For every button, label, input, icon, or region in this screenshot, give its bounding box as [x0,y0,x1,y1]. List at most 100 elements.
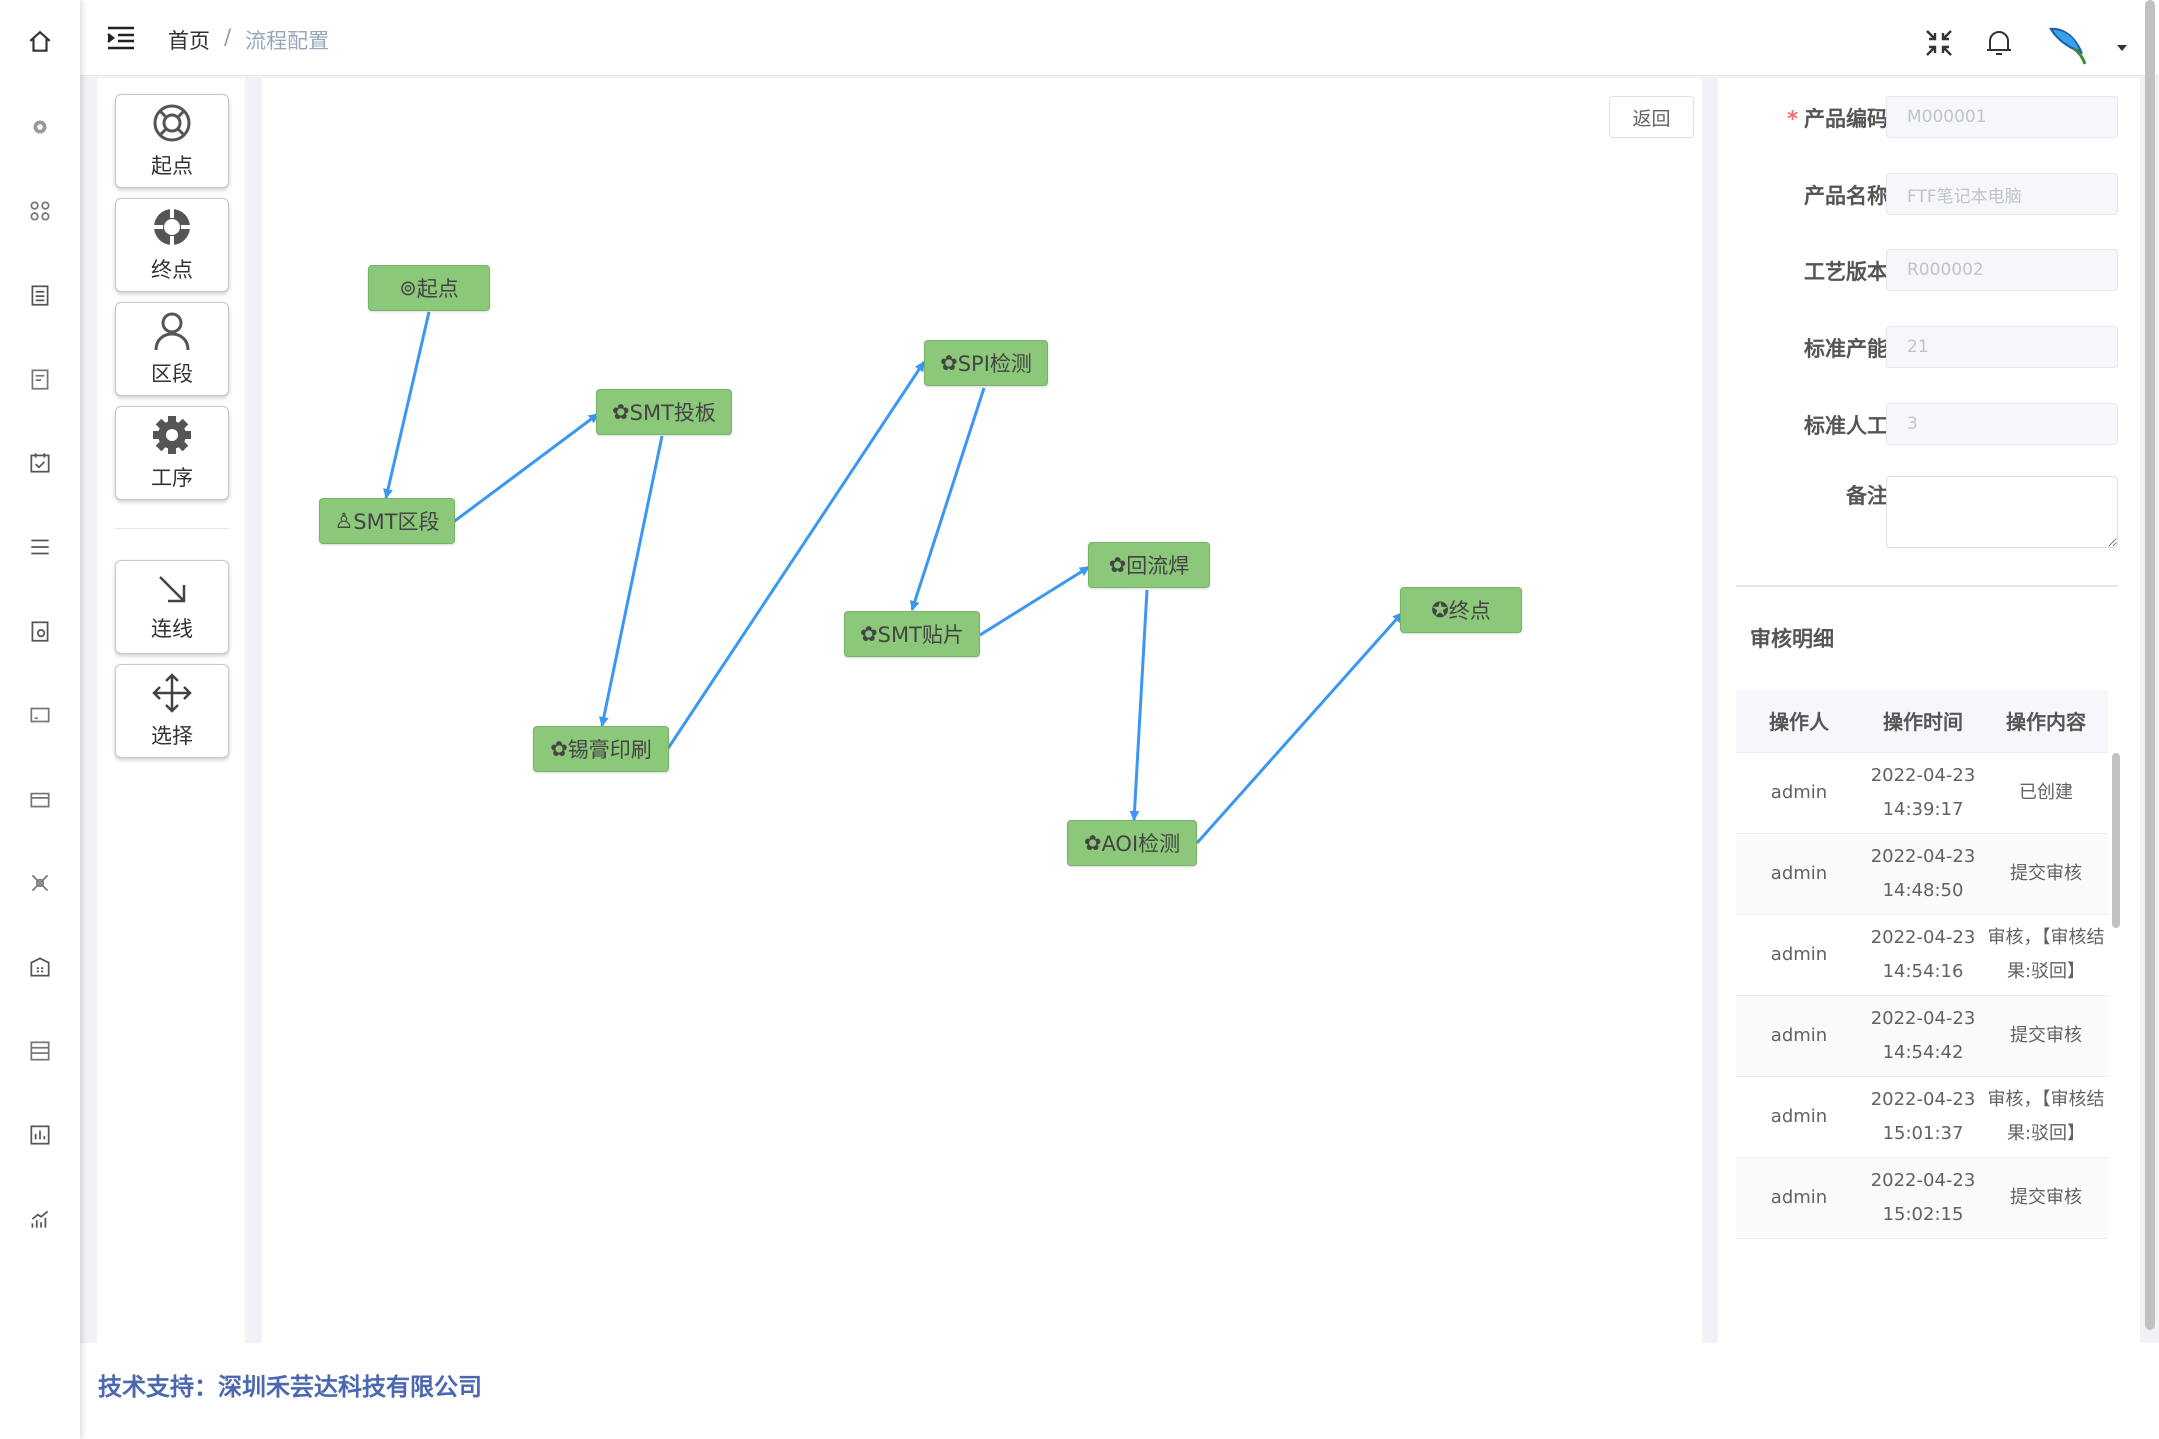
home-icon[interactable] [0,22,80,62]
target-icon: ✪ [1431,598,1449,622]
tool-select-label: 选择 [151,724,193,748]
caret-down-icon[interactable] [2115,38,2129,51]
node-start-label: 起点 [416,277,459,301]
node-solder-print[interactable]: ✿锡膏印刷 [533,726,669,772]
node-solder-print-label: 锡膏印刷 [567,738,652,762]
table-icon[interactable] [0,1031,80,1071]
move-icon [152,673,192,713]
audit-title: 审核明细 [1750,627,1834,651]
audit-content: 提交审核 [1984,833,2108,915]
standard-labor-field[interactable]: 3 [1886,403,2118,445]
node-end[interactable]: ✪终点 [1400,587,1522,633]
apps-icon[interactable] [0,191,80,231]
audit-content: 提交审核 [1984,995,2108,1077]
node-aoi[interactable]: ✿AOI检测 [1067,820,1197,866]
gear-icon: ✿ [1083,831,1102,855]
node-spi[interactable]: ✿SPI检测 [924,340,1048,386]
footer-support-text: 技术支持：深圳禾芸达科技有限公司 [98,1373,482,1401]
bell-icon[interactable] [1981,25,2017,61]
back-button[interactable]: 返回 [1609,96,1694,138]
edge-start-to-smt-section[interactable] [383,311,431,499]
tool-end-button[interactable]: 终点 [115,198,229,292]
product-code-label: 产品编码 [1804,107,1888,131]
node-reflow-label: 回流焊 [1126,554,1190,578]
clipboard-icon[interactable] [0,275,80,315]
tool-start-label: 起点 [151,154,193,178]
gear-icon [153,416,191,454]
bar-chart-icon[interactable] [0,1115,80,1155]
breadcrumb-current: 流程配置 [245,29,330,53]
audit-scrollbar[interactable] [2112,753,2120,928]
gear-icon: ✿ [1108,553,1127,577]
menu-toggle-icon[interactable] [106,24,136,52]
tool-process-button[interactable]: 工序 [115,406,229,500]
top-actions [1921,18,2129,68]
tool-section-button[interactable]: 区段 [115,302,229,396]
audit-content: 提交审核 [1984,1157,2108,1239]
node-smt-load[interactable]: ✿SMT投板 [596,389,732,435]
gear-icon[interactable] [0,107,80,147]
list-icon[interactable] [0,527,80,567]
tool-divider [115,528,229,529]
node-aoi-label: AOI检测 [1101,832,1181,856]
target-icon [153,208,191,246]
user-icon: ♙ [334,509,354,533]
remark-textarea[interactable] [1886,476,2118,548]
standard-capacity-field[interactable]: 21 [1886,326,2118,368]
audit-content: 已创建 [1984,752,2108,834]
tool-panel: 起点 终点 区段 工序 连线 [97,78,245,1343]
remark-label: 备注 [1846,484,1888,508]
tool-end-label: 终点 [151,258,193,282]
top-bar: 首页 / 流程配置 [80,0,2159,76]
report-icon[interactable] [0,359,80,399]
edge-smt-section-to-smt-load[interactable] [451,412,599,525]
required-mark: * [1787,107,1798,131]
breadcrumb-home[interactable]: 首页 [168,29,210,53]
breadcrumb: 首页 / 流程配置 [168,25,329,55]
node-start[interactable]: ⊚起点 [368,265,490,311]
audit-col-content: 操作内容 [1984,690,2108,753]
edge-aoi-to-end[interactable] [1195,612,1404,844]
lifebuoy-icon: ⊚ [399,276,417,300]
flow-canvas[interactable]: 返回 ⊚起点 ♙SMT区段 ✿SMT投板 ✿锡膏印刷 ✿SPI检测 ✿S [262,78,1702,1343]
tool-connect-button[interactable]: 连线 [115,560,229,654]
tool-start-button[interactable]: 起点 [115,94,229,188]
edge-smt-load-to-solder-print[interactable] [598,435,664,727]
node-spi-label: SPI检测 [957,352,1032,376]
settings-doc-icon[interactable] [0,611,80,651]
user-avatar[interactable] [2041,18,2091,68]
tools-icon[interactable] [0,863,80,903]
edge-spi-to-smt-mount[interactable] [910,387,986,611]
package-icon[interactable] [0,779,80,819]
audit-operator: admin [1736,1157,1862,1239]
product-code-field[interactable]: M000001 [1886,96,2118,138]
page-scrollbar[interactable] [2145,0,2155,1330]
image-icon[interactable] [0,695,80,735]
node-reflow[interactable]: ✿回流焊 [1088,542,1210,588]
node-smt-load-label: SMT投板 [629,401,716,425]
node-smt-section[interactable]: ♙SMT区段 [319,498,455,544]
building-icon[interactable] [0,947,80,987]
process-version-field[interactable]: R000002 [1886,249,2118,291]
product-name-field[interactable]: FTF笔记本电脑 [1886,173,2118,215]
edge-solder-print-to-spi[interactable] [665,361,926,751]
trend-chart-icon[interactable] [0,1199,80,1239]
tool-select-button[interactable]: 选择 [115,664,229,758]
calendar-check-icon[interactable] [0,443,80,483]
audit-content: 审核，【审核结果:驳回】 [1984,914,2108,996]
edge-smt-mount-to-reflow[interactable] [979,565,1090,637]
collapse-fullscreen-icon[interactable] [1921,25,1957,61]
node-smt-mount[interactable]: ✿SMT贴片 [844,611,980,657]
edge-reflow-to-aoi[interactable] [1129,589,1149,821]
